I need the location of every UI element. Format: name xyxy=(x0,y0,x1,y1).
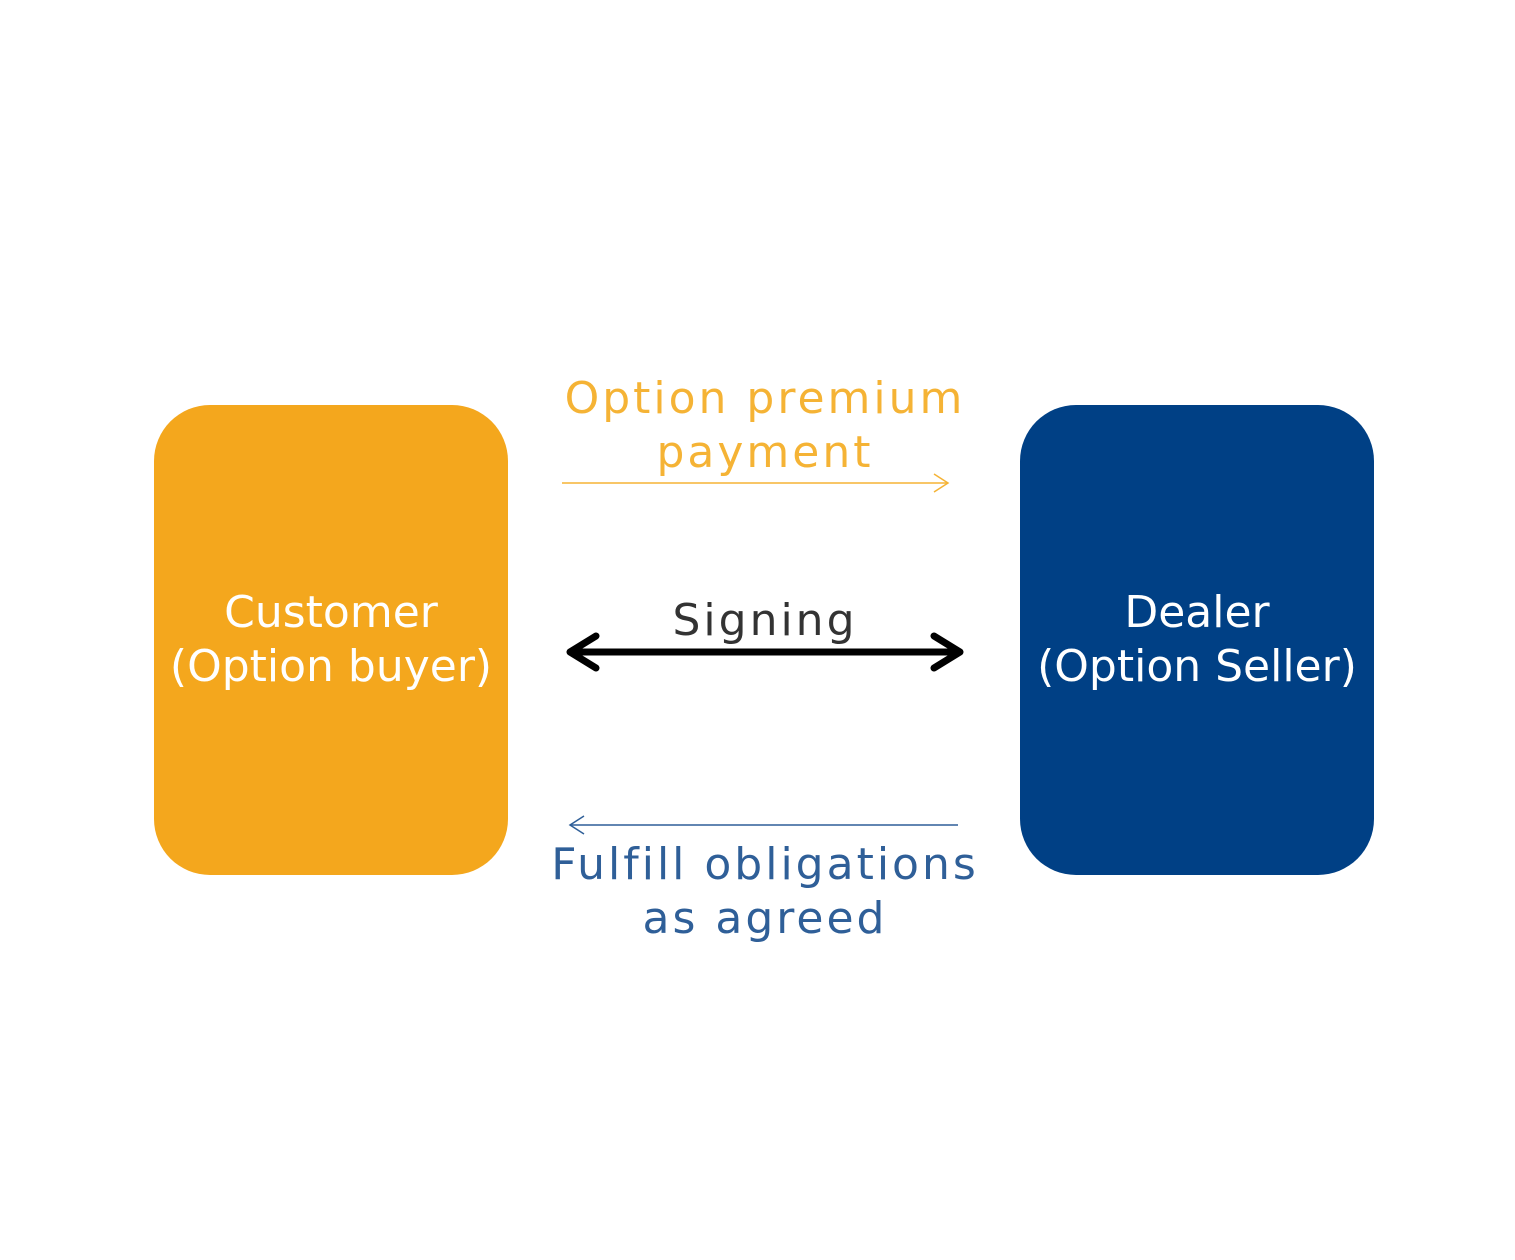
signing-double-arrow xyxy=(566,632,964,672)
premium-payment-label: Option premium payment xyxy=(540,372,990,480)
premium-payment-label-line1: Option premium xyxy=(564,373,966,424)
signing-label: Signing xyxy=(672,595,858,646)
customer-title: Customer xyxy=(224,587,438,638)
fulfill-obligations-label-line2: as agreed xyxy=(642,893,888,944)
dealer-role: (Option Seller) xyxy=(1037,641,1357,692)
customer-box: Customer (Option buyer) xyxy=(154,405,508,875)
dealer-title: Dealer xyxy=(1124,587,1270,638)
premium-payment-label-line2: payment xyxy=(656,427,874,478)
fulfill-obligations-arrow xyxy=(568,815,958,835)
customer-role: (Option buyer) xyxy=(169,641,493,692)
fulfill-obligations-label: Fulfill obligations as agreed xyxy=(540,838,990,946)
fulfill-obligations-label-line1: Fulfill obligations xyxy=(551,839,979,890)
premium-payment-arrow xyxy=(562,473,950,493)
dealer-box: Dealer (Option Seller) xyxy=(1020,405,1374,875)
